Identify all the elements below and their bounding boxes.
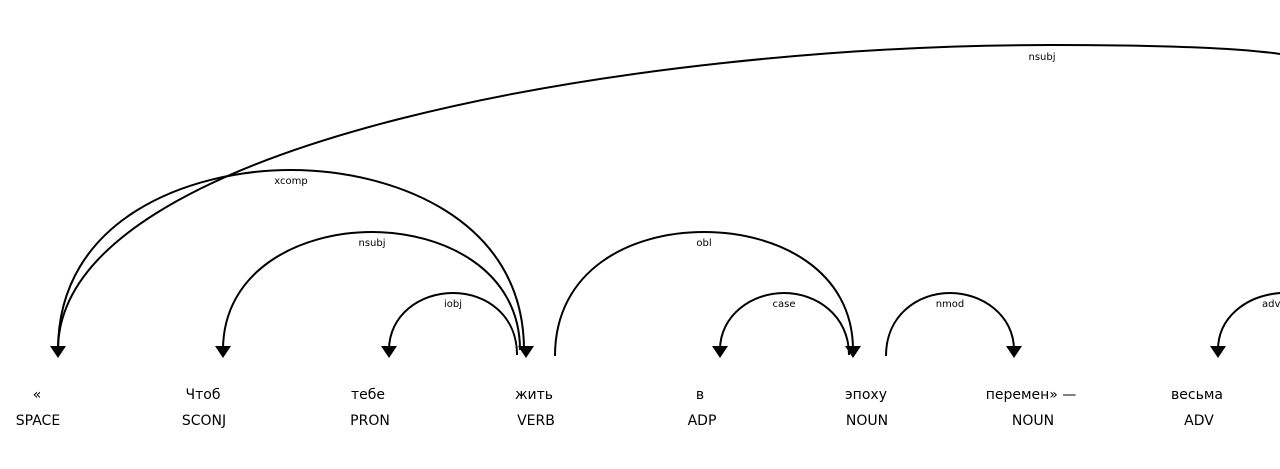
arrowhead-nsubj-short — [215, 346, 231, 358]
token-text: перемен» — — [986, 387, 1077, 403]
arrowhead-noun-epokhu — [845, 346, 861, 358]
arc-label-advmod: adv — [1262, 299, 1280, 310]
arc-label-iobj: iobj — [444, 299, 462, 310]
token-tag: ADV — [1184, 413, 1214, 429]
token-text: тебе — [351, 387, 385, 403]
token-text: эпоху — [845, 387, 887, 403]
arc-iobj — [388, 291, 518, 356]
tokens-layer: « SPACE Чтоб SCONJ тебе PRON жить VERB в… — [16, 387, 1223, 429]
arc-label-case: case — [773, 299, 796, 310]
arc-advmod — [1217, 292, 1280, 351]
token-text: весьма — [1171, 387, 1223, 403]
arrowhead-nmod — [1006, 346, 1022, 358]
arc-label-xcomp: xcomp — [274, 176, 307, 187]
arc-case — [719, 291, 850, 356]
token-tag: NOUN — [1012, 413, 1054, 429]
arc-xcomp — [57, 168, 525, 351]
arc-nmod — [885, 291, 1015, 357]
arrowhead-case — [712, 346, 728, 358]
token-text: Чтоб — [186, 387, 221, 403]
token-tag: SPACE — [16, 413, 60, 429]
arc-nsubj-long — [57, 43, 1280, 351]
arrowhead-nsubj-long — [50, 346, 66, 358]
token-tag: VERB — [517, 413, 555, 429]
arc-label-nsubj-long: nsubj — [1028, 52, 1055, 63]
token-tag: SCONJ — [182, 413, 226, 429]
arrowhead-verb — [518, 346, 534, 358]
token-text: « — [33, 387, 42, 403]
arrowhead-advmod — [1210, 346, 1226, 358]
arrowhead-iobj — [381, 346, 397, 358]
arc-label-obl: obl — [696, 238, 711, 249]
token-tag: PRON — [350, 413, 390, 429]
token-text: в — [696, 387, 704, 403]
arc-label-nsubj-short: nsubj — [358, 238, 385, 249]
arc-label-nmod: nmod — [936, 299, 965, 310]
token-tag: ADP — [688, 413, 717, 429]
arc-obl — [554, 230, 854, 357]
token-text: жить — [515, 387, 553, 403]
arcs-layer: nsubj xcomp nsubj iobj obl case nmod adv — [50, 43, 1280, 358]
arc-nsubj-short — [222, 230, 521, 351]
token-tag: NOUN — [846, 413, 888, 429]
